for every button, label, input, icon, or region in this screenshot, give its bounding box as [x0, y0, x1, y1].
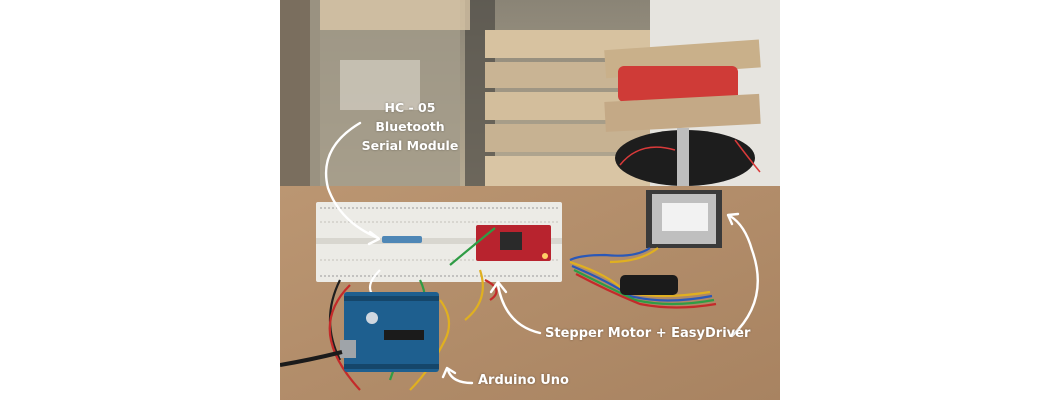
power-cable — [280, 350, 343, 367]
curved-arrow-icon — [367, 230, 381, 246]
curved-arrow-icon — [496, 283, 542, 335]
project-photo — [280, 0, 780, 400]
curved-arrow-icon — [324, 121, 380, 240]
arduino-uno-label: Arduino Uno — [478, 373, 569, 388]
bluetooth-label-line3: Serial Module — [361, 138, 459, 153]
bluetooth-module-label: HC - 05 Bluetooth Serial Module — [360, 98, 460, 155]
arduino-uno-board — [340, 292, 439, 372]
breadboard — [316, 202, 562, 282]
curved-arrow-icon — [728, 214, 759, 338]
bluetooth-label-line2: Bluetooth — [375, 119, 445, 134]
easydriver-board — [476, 225, 551, 261]
bluetooth-module — [382, 236, 422, 243]
photo-scene — [280, 0, 780, 400]
curved-arrow-icon — [446, 368, 474, 385]
bluetooth-label-line1: HC - 05 — [384, 100, 436, 115]
stepper-motor — [646, 190, 722, 248]
wires — [328, 227, 717, 391]
stepper-motor-label: Stepper Motor + EasyDriver — [545, 326, 751, 341]
thread-spool — [604, 39, 761, 188]
curved-arrow-icon — [441, 366, 457, 379]
curved-arrow-icon — [489, 280, 508, 294]
curved-arrow-icon — [726, 212, 740, 226]
